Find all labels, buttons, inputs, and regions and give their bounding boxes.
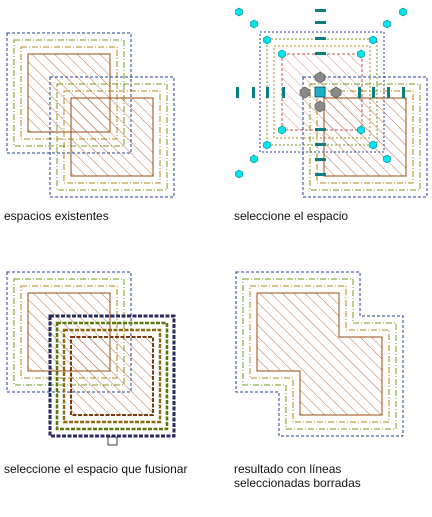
panel-result [235,271,404,437]
grip-edge-icon[interactable] [315,9,326,12]
grip-hex-icon[interactable] [235,169,243,179]
grip-edge-icon[interactable] [387,87,390,98]
grip-edge-icon[interactable] [315,143,326,146]
grip-hex-icon[interactable] [399,7,407,17]
panel-existing-spaces [6,32,175,198]
panel-select-merge-space [6,271,176,446]
grip-edge-icon[interactable] [315,128,326,131]
grip-center-icon[interactable] [314,86,326,98]
center-grips [299,71,342,113]
hexagon-grips [235,7,407,179]
grip-edge-icon[interactable] [236,87,239,98]
panel-select-space [235,7,428,198]
grip-hex-icon[interactable] [250,19,258,29]
grip-edge-icon[interactable] [252,87,255,98]
grip-hex-icon[interactable] [357,125,365,135]
grip-edge-icon[interactable] [315,158,326,161]
caption-result: resultado con líneas seleccionadas borra… [234,462,361,490]
space-b-highlighted [48,314,176,438]
grip-hex-icon[interactable] [250,154,258,164]
caption-existing-spaces: espacios existentes [4,209,109,223]
grip-hex-icon[interactable] [263,35,271,45]
edge-grips [236,9,405,176]
grip-hex-icon[interactable] [235,7,243,17]
grip-edge-icon[interactable] [315,173,326,176]
caption-select-merge-space: seleccione el espacio que fusionar [4,462,188,476]
grip-edge-icon[interactable] [372,87,375,98]
grip-hex-icon[interactable] [278,49,286,59]
merged-space [235,271,404,437]
caption-result-line1: resultado con líneas [234,462,342,476]
grip-hex-icon[interactable] [383,154,391,164]
pick-cursor-icon [107,436,118,446]
grip-edge-icon[interactable] [315,37,326,40]
grip-hex-icon[interactable] [278,125,286,135]
grip-hex-icon[interactable] [263,140,271,150]
grip-edge-icon[interactable] [266,87,269,98]
grip-gray-hex-icon[interactable] [330,86,342,99]
grip-edge-icon[interactable] [402,87,405,98]
space-b [49,76,175,198]
grip-gray-hex-icon[interactable] [299,86,311,99]
caption-result-line2: seleccionadas borradas [234,476,361,490]
grip-edge-icon[interactable] [282,87,285,98]
grip-edge-icon[interactable] [315,52,326,55]
grip-edge-icon[interactable] [315,21,326,24]
grip-hex-icon[interactable] [369,140,377,150]
grip-hex-icon[interactable] [357,49,365,59]
grip-hex-icon[interactable] [383,19,391,29]
other-space [302,76,428,198]
grip-hex-icon[interactable] [369,35,377,45]
grip-gray-hex-icon[interactable] [314,71,326,84]
caption-select-space: seleccione el espacio [234,209,349,223]
grip-edge-icon[interactable] [358,87,361,98]
grip-gray-hex-icon[interactable] [314,100,326,113]
